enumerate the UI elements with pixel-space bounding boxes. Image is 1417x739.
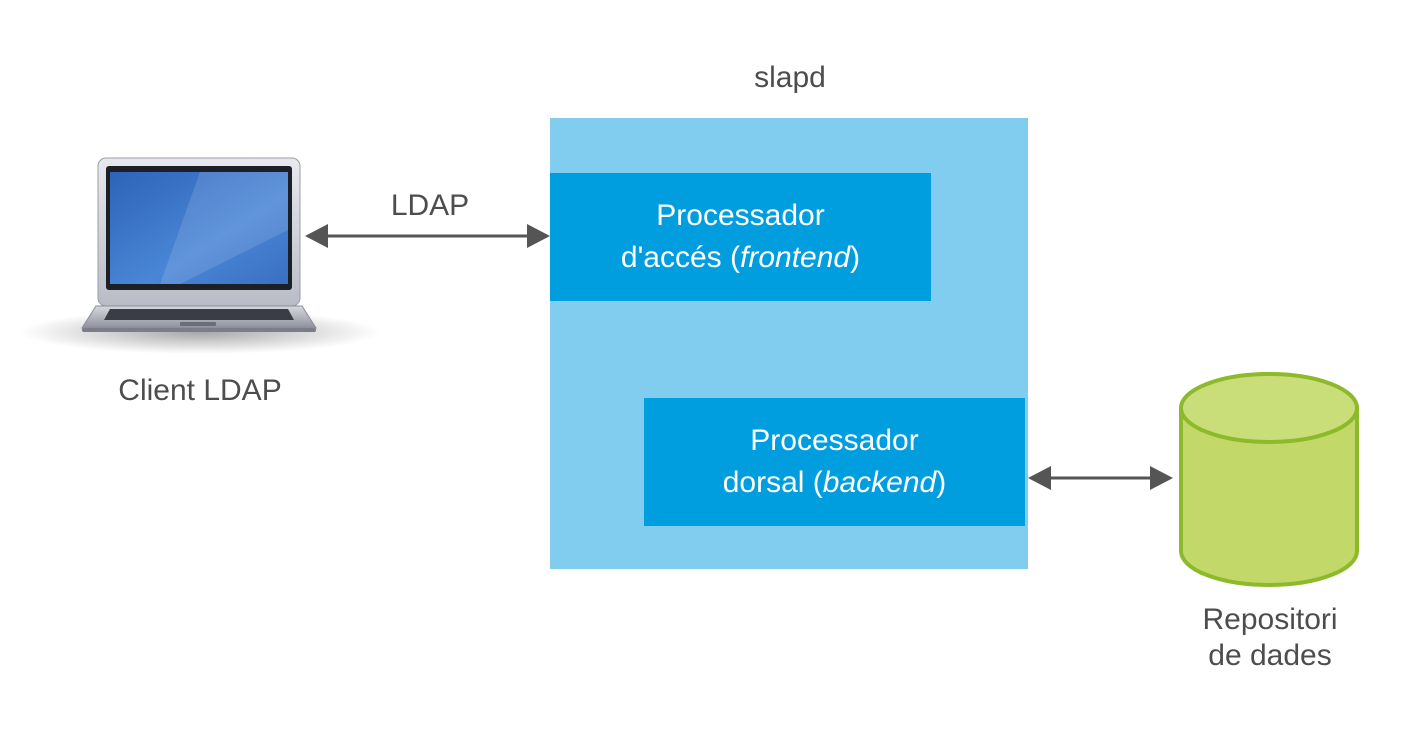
frontend-term: frontend	[740, 241, 851, 274]
ldap-protocol-label: LDAP	[390, 189, 470, 222]
backend-processor-box: Processador dorsal (backend)	[644, 398, 1025, 526]
backend-line1: Processador	[750, 424, 919, 457]
backend-line2: dorsal (backend)	[644, 462, 1025, 504]
repository-label-line1: Repositori	[1202, 603, 1338, 636]
frontend-line2-prefix: d'accés (	[620, 241, 740, 274]
database-cylinder-icon	[1179, 372, 1359, 587]
backend-line2-prefix: dorsal (	[722, 466, 823, 499]
backend-term: backend	[822, 466, 937, 499]
frontend-line2-suffix: )	[850, 241, 861, 274]
ldap-arrow	[305, 224, 550, 248]
backend-repository-arrow	[1028, 466, 1173, 490]
backend-line2-suffix: )	[936, 466, 947, 499]
frontend-line1: Processador	[656, 199, 825, 232]
frontend-line2: d'accés (frontend)	[550, 237, 931, 279]
client-label: Client LDAP	[118, 374, 282, 407]
repository-label: Repositori de dades	[1150, 602, 1390, 674]
repository-label-line2: de dades	[1208, 639, 1332, 672]
slapd-title: slapd	[754, 61, 826, 94]
laptop-icon	[20, 157, 380, 354]
frontend-processor-box: Processador d'accés (frontend)	[550, 173, 931, 301]
